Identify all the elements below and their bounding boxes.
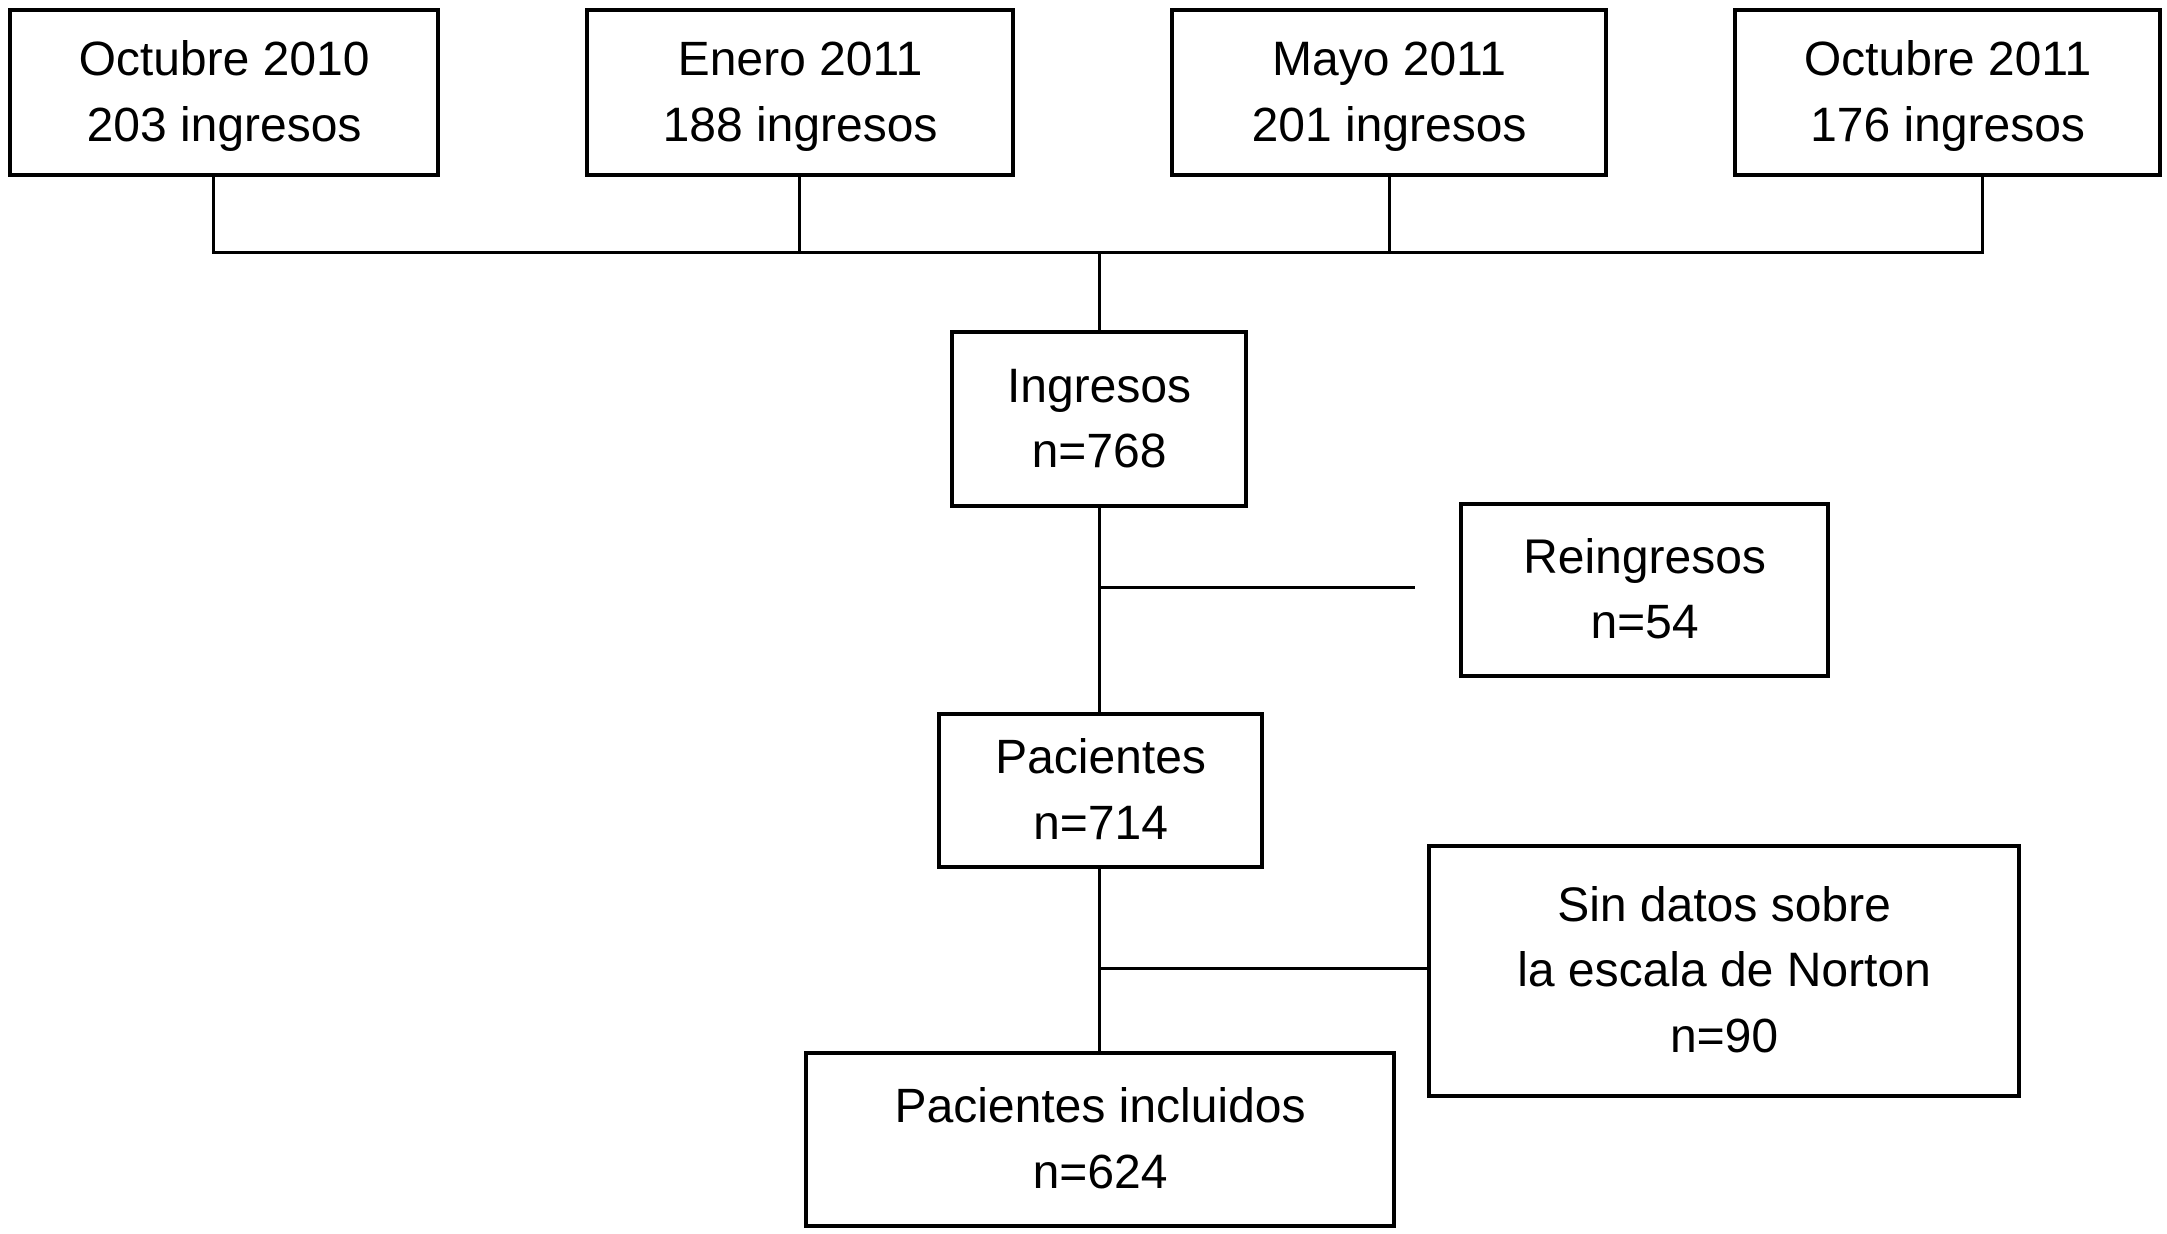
flow-node-enero-2011: Enero 2011 188 ingresos	[585, 8, 1015, 177]
node-count: n=54	[1590, 596, 1699, 649]
connector-branch-sin-datos-norton	[1098, 967, 1429, 970]
flow-node-pacientes: Pacientes n=714	[937, 712, 1264, 869]
flow-node-sin-datos-norton: Sin datos sobre la escala de Norton n=90	[1427, 844, 2021, 1098]
node-count: n=768	[1031, 425, 1167, 478]
connector-stem-octubre-2011	[1981, 177, 1984, 254]
node-label: Ingresos	[1006, 359, 1192, 413]
flow-node-ingresos: Ingresos n=768	[950, 330, 1248, 508]
connector-stem-octubre-2010	[212, 177, 215, 254]
connector-ingresos-to-pacientes	[1098, 506, 1101, 714]
flow-node-octubre-2011: Octubre 2011 176 ingresos	[1733, 8, 2162, 177]
node-label: Sin datos sobre	[1557, 879, 1891, 933]
node-count: n=624	[1032, 1145, 1168, 1199]
node-label: Octubre 2011	[1803, 33, 2092, 87]
node-label: Octubre 2010	[78, 33, 370, 87]
connector-stem-mayo-2011	[1388, 177, 1391, 254]
flow-node-pacientes-incluidos: Pacientes incluidos n=624	[804, 1051, 1396, 1228]
node-label: Pacientes	[995, 731, 1206, 785]
node-label: Enero 2011	[677, 33, 923, 87]
flow-node-octubre-2010: Octubre 2010 203 ingresos	[8, 8, 440, 177]
node-count: n=90	[1669, 1009, 1779, 1063]
flow-node-reingresos: Reingresos n=54	[1459, 502, 1830, 678]
node-label: Reingresos	[1523, 530, 1766, 584]
node-count: 176 ingresos	[1810, 98, 2085, 152]
node-label: la escala de Norton	[1517, 944, 1931, 998]
node-label: Pacientes incluidos	[894, 1080, 1306, 1134]
connector-stem-enero-2011	[798, 177, 801, 254]
flow-node-mayo-2011: Mayo 2011 201 ingresos	[1170, 8, 1608, 177]
connector-bus-to-ingresos	[1098, 251, 1101, 333]
connector-pacientes-to-incluidos	[1098, 867, 1101, 1053]
node-count: n=714	[1033, 796, 1168, 850]
node-count: 188 ingresos	[662, 98, 938, 152]
node-count: 201 ingresos	[1251, 98, 1527, 152]
node-count: 203 ingresos	[86, 98, 362, 152]
connector-branch-reingresos	[1098, 586, 1415, 589]
node-label: Mayo 2011	[1272, 33, 1506, 87]
